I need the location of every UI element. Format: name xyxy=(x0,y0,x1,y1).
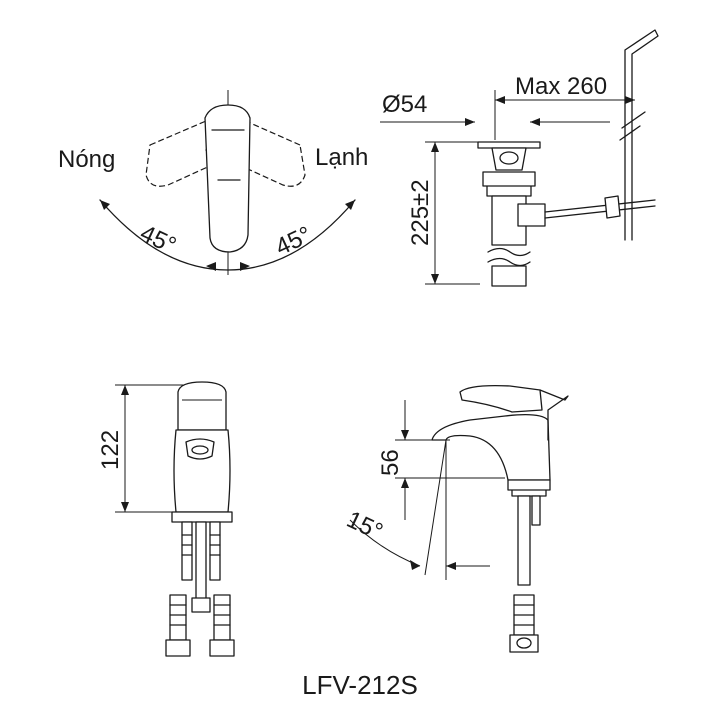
nut-left xyxy=(165,639,191,657)
label-diameter: Ø54 xyxy=(382,91,427,118)
front-handle xyxy=(177,381,227,431)
dim-122-arrow-bottom xyxy=(121,502,129,512)
label-cold: Lạnh xyxy=(315,144,368,171)
dim-diameter-arrow-left xyxy=(465,118,475,126)
label-hot: Nóng xyxy=(58,146,115,173)
center-nut xyxy=(191,597,211,613)
hose-right xyxy=(209,521,221,581)
angle-spout-line xyxy=(424,439,447,576)
center-stud xyxy=(195,521,207,601)
drain-stopper-knob xyxy=(499,151,519,165)
lift-rod-guide xyxy=(619,111,646,141)
dim-height-arrow-bottom xyxy=(431,274,439,284)
profile-stud xyxy=(531,495,541,526)
label-pipe-height: 225±2 xyxy=(407,179,434,246)
fitting-right xyxy=(213,594,231,641)
profile-shank xyxy=(517,495,531,586)
profile-body xyxy=(431,414,551,481)
label-faucet-height: 122 xyxy=(97,430,124,470)
drain-cap xyxy=(477,141,541,149)
handle-center-outline xyxy=(204,104,251,253)
drain-view: Ø54 Max 260 225±2 xyxy=(380,29,659,287)
label-angle-left: 45° xyxy=(136,220,180,260)
drain-flange xyxy=(482,171,536,197)
popup-clip xyxy=(604,195,621,219)
label-spout-height: 56 xyxy=(377,449,404,476)
dim-122-arrow-top xyxy=(121,385,129,395)
front-aerator-mouth xyxy=(191,445,209,455)
arc-arrow-center-right xyxy=(240,262,250,271)
profile-view: 56 15° xyxy=(342,384,569,653)
profile-nut xyxy=(509,634,539,653)
arc-arrow-left xyxy=(100,200,110,210)
front-base xyxy=(171,511,233,523)
dim-diameter-arrow-right xyxy=(530,118,540,126)
handle-center-inner xyxy=(211,129,245,181)
dim-max-arrow-left xyxy=(495,96,505,104)
drain-pipe-lower xyxy=(491,265,527,287)
profile-handle xyxy=(459,384,543,413)
drain-connector xyxy=(517,203,546,227)
profile-lever xyxy=(539,389,569,441)
label-max-reach: Max 260 xyxy=(515,73,607,100)
dim-height-arrow-top xyxy=(431,142,439,152)
label-spout-angle: 15° xyxy=(342,506,386,546)
fitting-left xyxy=(169,594,187,641)
drain-pipe-break xyxy=(487,247,531,267)
dim-max-arrow-right xyxy=(625,96,635,104)
hose-left xyxy=(181,521,193,581)
arc-arrow-center-left xyxy=(206,262,216,271)
profile-nut-hole xyxy=(516,637,532,649)
arc-arrow-right xyxy=(345,200,355,210)
dim-56-arrow-bottom xyxy=(401,478,409,488)
dim-56-arrow-top xyxy=(401,430,409,440)
top-view: Nóng Lạnh 45° 45° xyxy=(58,90,368,275)
fitting-threads xyxy=(169,604,231,626)
angle-arrow-left xyxy=(410,560,420,570)
hose-ribs xyxy=(181,534,221,556)
popup-rod xyxy=(544,199,656,219)
nut-right xyxy=(209,639,235,657)
lift-rod xyxy=(624,29,659,241)
angle-arrow-right xyxy=(446,562,456,570)
profile-base xyxy=(507,479,551,497)
front-view: 122 xyxy=(97,381,235,657)
label-angle-right: 45° xyxy=(271,221,315,261)
model-label: LFV-212S xyxy=(302,670,418,700)
profile-fitting-threads xyxy=(513,604,535,626)
front-aerator xyxy=(185,438,215,460)
